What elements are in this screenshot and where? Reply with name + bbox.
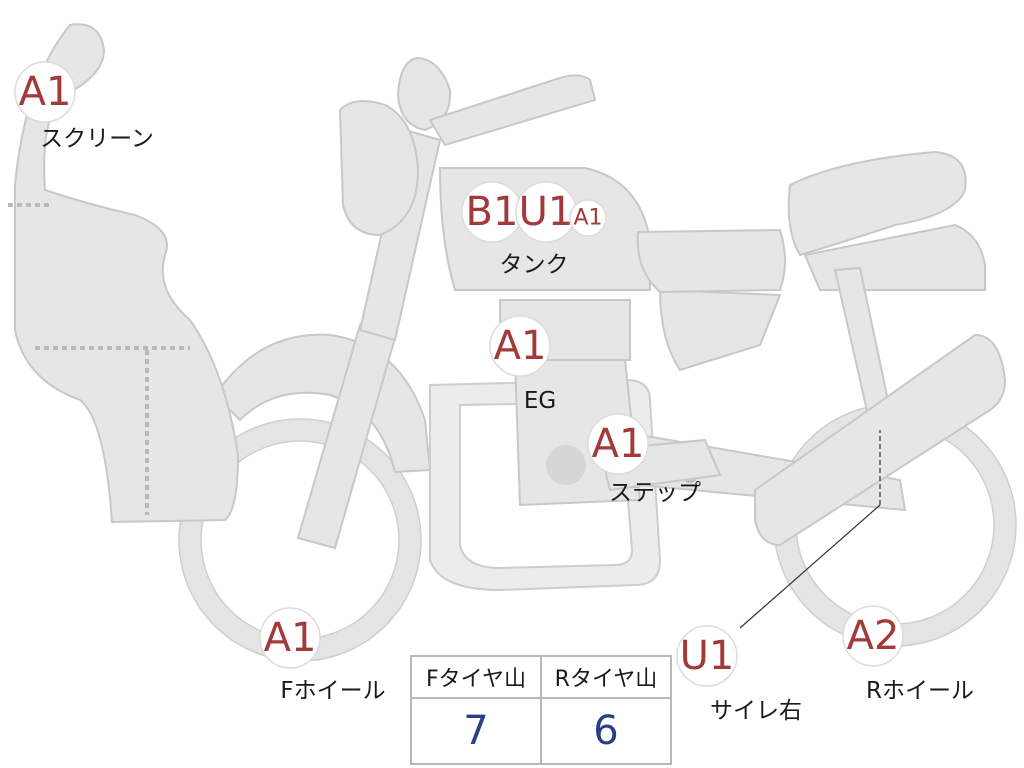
- step-badge[interactable]: A1: [587, 413, 649, 475]
- tank-badge-a1[interactable]: A1: [569, 199, 607, 237]
- rear-tread-header: Rタイヤ山: [540, 655, 672, 699]
- muffler-label: サイレ右: [710, 698, 802, 724]
- rear-tread-value: 6: [540, 697, 672, 765]
- svg-text:A1: A1: [19, 69, 72, 115]
- muffler-badge[interactable]: U1: [676, 625, 738, 687]
- rear-wheel-badge[interactable]: A2: [842, 605, 904, 667]
- tank-badge-b1[interactable]: B1: [461, 181, 523, 243]
- tread-value-row: 7 6: [410, 697, 672, 765]
- tank-label: タンク: [500, 252, 569, 278]
- svg-text:A1: A1: [592, 421, 645, 467]
- svg-text:A1: A1: [494, 323, 547, 369]
- handlebar-graphic: [428, 74, 597, 147]
- svg-text:U1: U1: [680, 633, 735, 679]
- fairing-graphic: [14, 23, 240, 524]
- engine-label: EG: [524, 388, 556, 414]
- svg-text:U1: U1: [519, 189, 574, 235]
- muffler-leader-line: [739, 504, 881, 629]
- rear-wheel-label: Rホイール: [866, 678, 974, 704]
- tread-header-row: Fタイヤ山 Rタイヤ山: [410, 655, 672, 699]
- svg-text:A1: A1: [264, 615, 317, 661]
- seat-graphic: [787, 150, 967, 257]
- svg-text:B1: B1: [466, 189, 519, 235]
- fork-top-graphic: [358, 128, 442, 342]
- svg-text:A1: A1: [573, 206, 602, 231]
- front-wheel-badge[interactable]: A1: [259, 607, 321, 669]
- screen-label: スクリーン: [40, 126, 154, 152]
- side-cover-graphic: [658, 288, 782, 372]
- front-tread-value: 7: [410, 697, 542, 765]
- front-tread-header: Fタイヤ山: [410, 655, 542, 699]
- svg-text:A2: A2: [847, 613, 900, 659]
- step-label: ステップ: [609, 480, 701, 506]
- mirror-graphic: [396, 56, 452, 132]
- tire-tread-table: Fタイヤ山 Rタイヤ山 7 6: [410, 655, 672, 765]
- engine-badge[interactable]: A1: [489, 315, 551, 377]
- screen-badge[interactable]: A1: [14, 61, 76, 123]
- front-wheel-label: Fホイール: [280, 678, 385, 704]
- tank-badge-u1[interactable]: U1: [515, 181, 577, 243]
- seat-front-graphic: [636, 228, 786, 294]
- headlight-graphic: [338, 100, 420, 237]
